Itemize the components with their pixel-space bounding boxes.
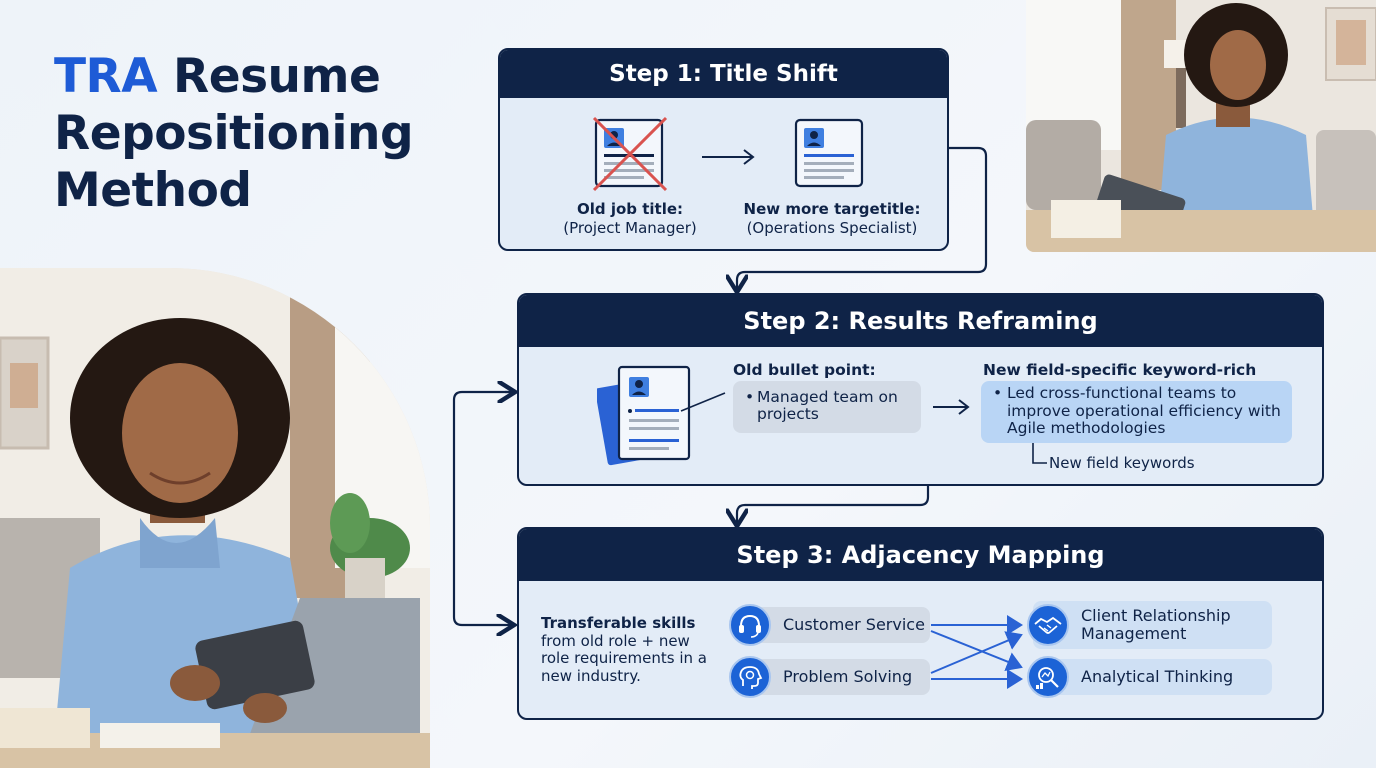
new-bullet-text: Led cross-functional teams to improve op… — [1007, 384, 1281, 437]
skill-right-2-label: Analytical Thinking — [1081, 667, 1234, 686]
old-title-value: (Project Manager) — [563, 219, 697, 237]
arrow-right-icon — [702, 148, 756, 166]
title-line3: Method — [54, 163, 252, 218]
step2-header: Step 2: Results Reframing — [519, 295, 1322, 347]
step3-desc-text: from old role + new role requirements in… — [541, 631, 707, 685]
old-bullet-label: Old bullet point: — [733, 361, 876, 379]
brain-icon — [729, 656, 771, 698]
resume-stack-icon — [597, 363, 727, 468]
title-line1: Resume — [157, 49, 381, 104]
mapping-arrows — [930, 615, 1023, 689]
old-title-label: Old job title: — [576, 200, 684, 218]
new-resume-icon — [792, 116, 868, 192]
old-resume-icon — [592, 116, 668, 192]
old-bullet-text: Managed team on projects — [757, 388, 898, 423]
skill-client-relationship: Client Relationship Management — [1033, 601, 1272, 649]
keywords-note: New field keywords — [1049, 454, 1195, 472]
handshake-icon — [1027, 604, 1069, 646]
new-title-label: New more targetitle: — [743, 200, 921, 218]
new-title-value: (Operations Specialist) — [746, 219, 918, 237]
woman-tablet-photo-right — [1026, 0, 1376, 252]
skill-left-2-label: Problem Solving — [783, 667, 913, 686]
step3-header: Step 3: Adjacency Mapping — [519, 529, 1322, 581]
step3-description: Transferable skills from old role + new … — [541, 614, 721, 685]
skill-right-1-label: Client Relationship Management — [1081, 606, 1231, 643]
step3-card: Step 3: Adjacency Mapping Transferable s… — [517, 527, 1324, 720]
step2-card: Step 2: Results Reframing Old bullet poi… — [517, 293, 1324, 486]
title-line2: Repositioning — [54, 106, 414, 161]
skill-left-1-label: Customer Service — [783, 615, 925, 634]
skill-analytical-thinking: Analytical Thinking — [1033, 659, 1272, 695]
new-bullet-pill: • Led cross-functional teams to improve … — [981, 381, 1292, 443]
old-title-caption: Old job title: (Project Manager) — [530, 200, 730, 238]
step1-header: Step 1: Title Shift — [500, 50, 947, 98]
magnifier-chart-icon — [1027, 656, 1069, 698]
step3-desc-bold: Transferable skills — [541, 614, 696, 632]
old-bullet-pill: • Managed team on projects — [733, 381, 921, 433]
title-accent: TRA — [54, 49, 158, 104]
woman-tablet-photo-left — [0, 268, 430, 768]
keyword-bracket — [1031, 443, 1049, 467]
arrow-right-icon — [933, 398, 971, 416]
step1-card: Step 1: Title Shift — [498, 48, 949, 251]
new-title-caption: New more targetitle: (Operations Special… — [722, 200, 942, 238]
page-title: TRA Resume Repositioning Method — [54, 48, 474, 219]
headset-icon — [729, 604, 771, 646]
